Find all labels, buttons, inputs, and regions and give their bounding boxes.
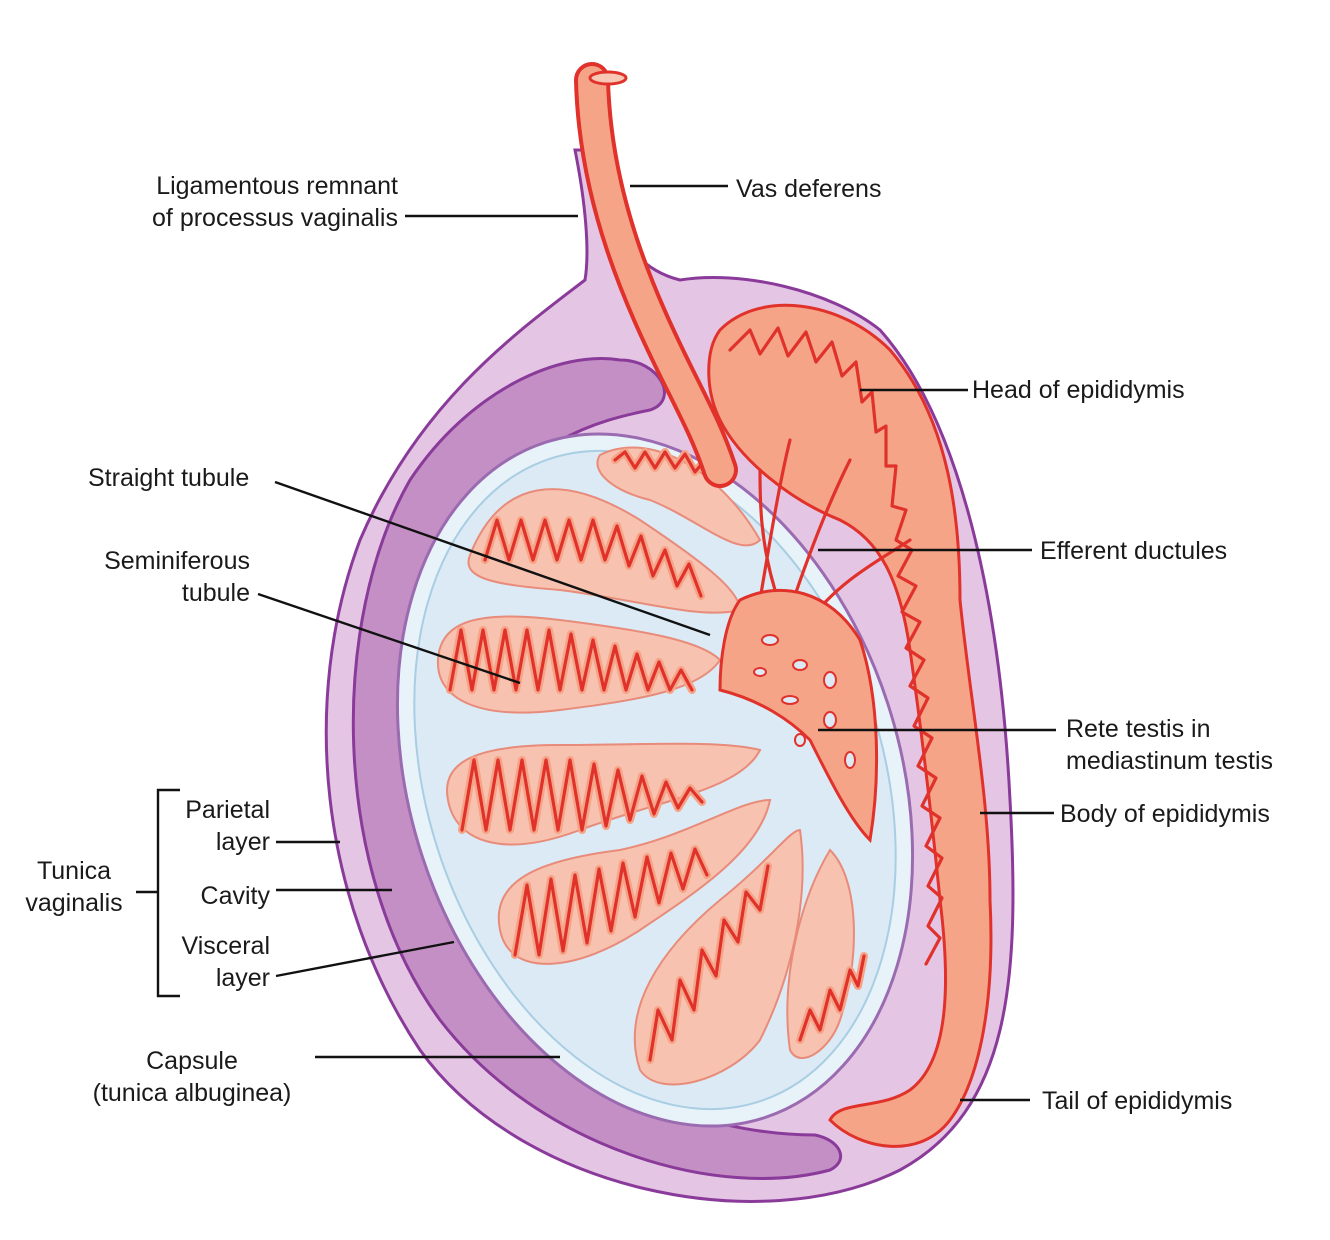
- label-body-epididymis: Body of epididymis: [1060, 798, 1270, 830]
- label-visceral-line1: Visceral: [150, 930, 270, 962]
- label-seminiferous-tubule: Seminiferous tubule: [60, 545, 250, 609]
- label-tail-epididymis: Tail of epididymis: [1042, 1085, 1232, 1117]
- label-parietal-line2: layer: [160, 826, 270, 858]
- label-cavity: Cavity: [160, 880, 270, 912]
- label-straight-tubule: Straight tubule: [88, 462, 249, 494]
- label-ligamentous-remnant: Ligamentous remnant of processus vaginal…: [100, 170, 398, 234]
- label-visceral-layer: Visceral layer: [150, 930, 270, 994]
- label-ligamentous-line2: of processus vaginalis: [100, 202, 398, 234]
- label-rete-line2: mediastinum testis: [1066, 745, 1273, 777]
- label-seminiferous-line1: Seminiferous: [60, 545, 250, 577]
- label-visceral-line2: layer: [150, 962, 270, 994]
- label-capsule-line2: (tunica albuginea): [72, 1077, 312, 1109]
- label-efferent-ductules: Efferent ductules: [1040, 535, 1227, 567]
- vas-deferens-opening: [590, 72, 626, 84]
- label-seminiferous-line2: tubule: [60, 577, 250, 609]
- label-parietal-layer: Parietal layer: [160, 794, 270, 858]
- label-parietal-line1: Parietal: [160, 794, 270, 826]
- label-head-epididymis: Head of epididymis: [972, 374, 1185, 406]
- label-capsule: Capsule (tunica albuginea): [72, 1045, 312, 1109]
- label-rete-testis: Rete testis in mediastinum testis: [1066, 713, 1273, 777]
- label-tunica-vaginalis: Tunica vaginalis: [14, 855, 134, 919]
- label-rete-line1: Rete testis in: [1066, 713, 1273, 745]
- label-ligamentous-line1: Ligamentous remnant: [100, 170, 398, 202]
- label-capsule-line1: Capsule: [72, 1045, 312, 1077]
- label-tunica-line1: Tunica: [14, 855, 134, 887]
- label-tunica-line2: vaginalis: [14, 887, 134, 919]
- label-vas-deferens: Vas deferens: [736, 173, 881, 205]
